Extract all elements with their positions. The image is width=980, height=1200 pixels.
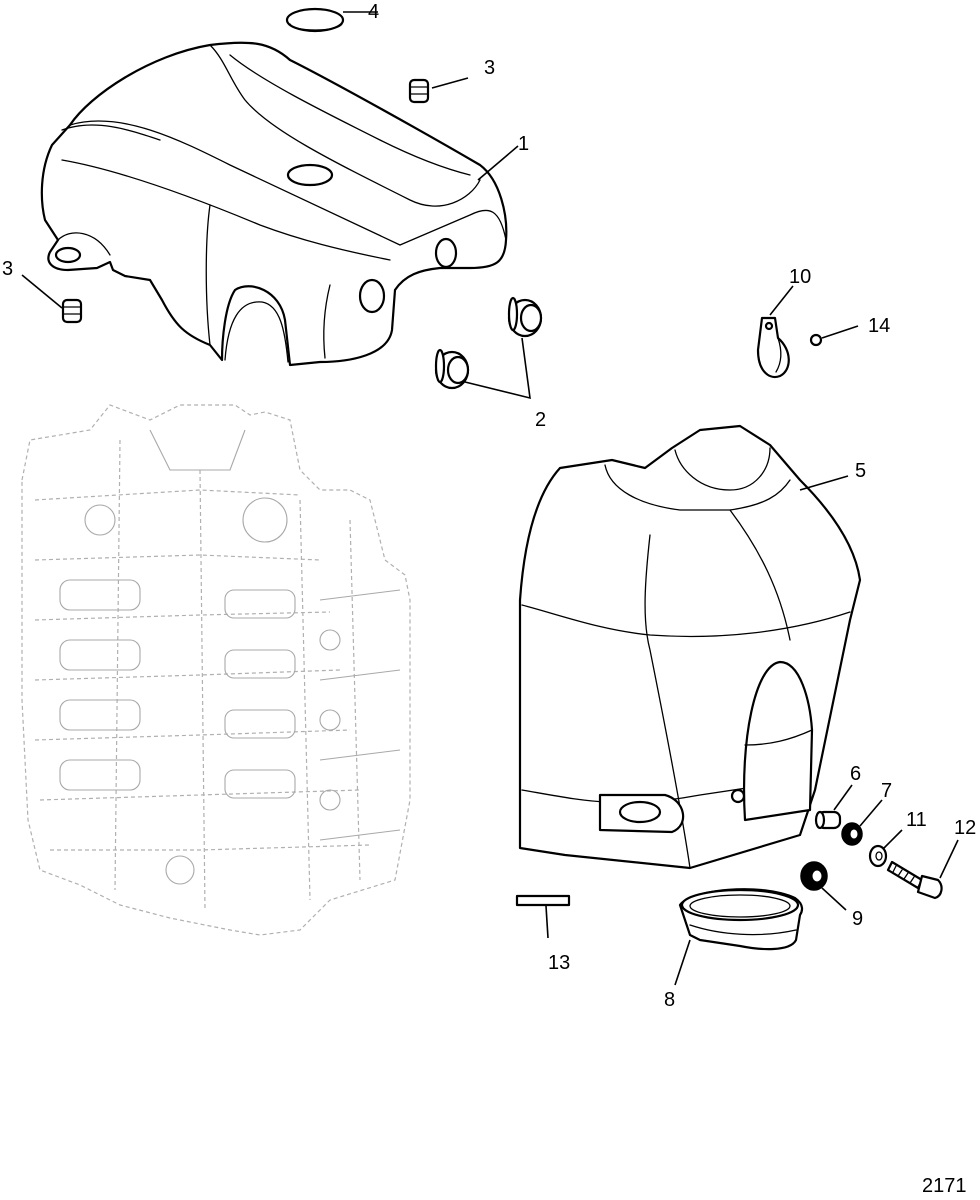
washer-9 xyxy=(800,861,847,911)
figure-number: 2171 xyxy=(922,1175,967,1197)
callout-3-left: 3 xyxy=(2,258,13,280)
callout-4: 4 xyxy=(368,1,379,23)
callout-10: 10 xyxy=(789,266,811,288)
callout-7: 7 xyxy=(881,780,892,802)
bolt-12 xyxy=(886,839,959,900)
washer-7 xyxy=(841,799,883,846)
seal-right xyxy=(507,296,543,338)
callout-8: 8 xyxy=(664,989,675,1011)
callout-9: 9 xyxy=(852,908,863,930)
callout-13: 13 xyxy=(548,952,570,974)
plug xyxy=(285,7,378,33)
callout-3-top: 3 xyxy=(484,57,495,79)
callout-14: 14 xyxy=(868,315,890,337)
seal-left xyxy=(434,348,470,390)
bushing-6 xyxy=(814,784,853,830)
callout-5: 5 xyxy=(855,460,866,482)
screw-14 xyxy=(809,325,859,347)
engine-block xyxy=(21,404,411,936)
bottom-cover xyxy=(518,424,862,870)
grommet-left xyxy=(21,274,83,324)
grommet-top xyxy=(408,77,469,104)
seal-ring xyxy=(674,888,804,986)
callout-11: 11 xyxy=(906,809,927,831)
callout-1: 1 xyxy=(518,133,529,155)
callout-6: 6 xyxy=(850,763,861,785)
washer-11 xyxy=(868,829,903,868)
top-cover xyxy=(40,41,508,367)
p-clamp xyxy=(756,285,794,379)
callout-2: 2 xyxy=(535,409,546,431)
callout-12: 12 xyxy=(954,817,976,839)
decal xyxy=(515,894,571,939)
